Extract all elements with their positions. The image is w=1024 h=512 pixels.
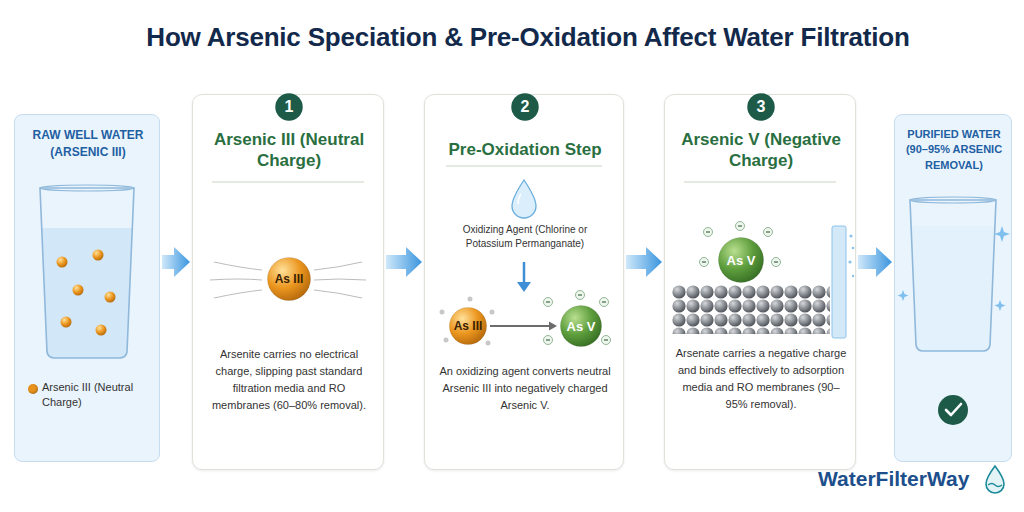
- panel-header: PURIFIED WATER (90–95% ARSENIC REMOVAL): [899, 127, 1009, 173]
- result-panel: PURIFIED WATER (90–95% ARSENIC REMOVAL): [894, 114, 1012, 462]
- stage-heading: Pre-Oxidation Step: [433, 139, 617, 160]
- arsenate-molecule: As V: [560, 305, 602, 347]
- source-panel: RAW WELL WATER (ARSENIC III): [14, 114, 160, 462]
- stage-panel: Pre-Oxidation StepOxidizing Agent (Chlor…: [424, 94, 624, 470]
- molecule-sphere: [718, 237, 763, 282]
- number-badge: [275, 93, 302, 120]
- block-arrow: [386, 247, 422, 277]
- brand-wave: [988, 484, 1002, 487]
- stage-panel: Arsenic III (Neutral Charge) Arsenite car…: [192, 94, 384, 470]
- brand-logo: WaterFilterWay: [818, 467, 969, 491]
- block-arrow: [858, 247, 892, 277]
- molecule-label: As III: [275, 272, 304, 286]
- number-badge: [511, 93, 538, 120]
- arsenite-molecule: As III: [449, 307, 487, 345]
- legend-text: Arsenic III (Neutral Charge): [42, 380, 142, 410]
- stage-description: Arsenate carries a negative charge and b…: [675, 345, 847, 413]
- oxidizer-label: Oxidizing Agent (Chlorine or Potassium P…: [449, 223, 601, 250]
- diagram-title: How Arsenic Speciation & Pre-Oxidation A…: [28, 22, 1024, 53]
- stage-heading: Arsenic III (Neutral Charge): [201, 129, 377, 172]
- callout-number: 3: [757, 98, 766, 116]
- number-badge: [747, 93, 774, 120]
- arsenite-molecule: As III: [267, 257, 311, 301]
- callout-number: 1: [285, 98, 294, 116]
- molecule-label: As III: [454, 319, 483, 333]
- arsenate-molecule: As V: [718, 237, 764, 283]
- flow-arrow: [162, 247, 190, 277]
- stage-heading: Arsenic V (Negative Charge): [673, 129, 849, 172]
- panel-header: RAW WELL WATER (ARSENIC III): [21, 127, 155, 161]
- stage-panel: Arsenic V (Negative Charge) Arsenate carr…: [664, 94, 856, 470]
- flow-arrow: [858, 247, 892, 277]
- molecule-sphere: [560, 305, 601, 346]
- molecule-label: As V: [727, 253, 756, 268]
- molecule-label: As V: [567, 319, 596, 334]
- step-number: 1: [275, 93, 303, 121]
- flow-arrow: [386, 247, 422, 277]
- block-arrow: [162, 247, 190, 277]
- step-number: 3: [747, 93, 775, 121]
- molecule-sphere: [449, 307, 486, 344]
- callout-number: 2: [521, 98, 530, 116]
- stage-description: An oxidizing agent converts neutral Arse…: [437, 363, 613, 414]
- flow-arrow: [626, 247, 662, 277]
- stage-description: Arsenite carries no electrical charge, s…: [203, 346, 375, 414]
- step-number: 2: [511, 93, 539, 121]
- molecule-sphere: [267, 257, 310, 300]
- block-arrow: [626, 247, 662, 277]
- brand-droplet: [986, 466, 1004, 493]
- legend-swatch: [28, 384, 38, 394]
